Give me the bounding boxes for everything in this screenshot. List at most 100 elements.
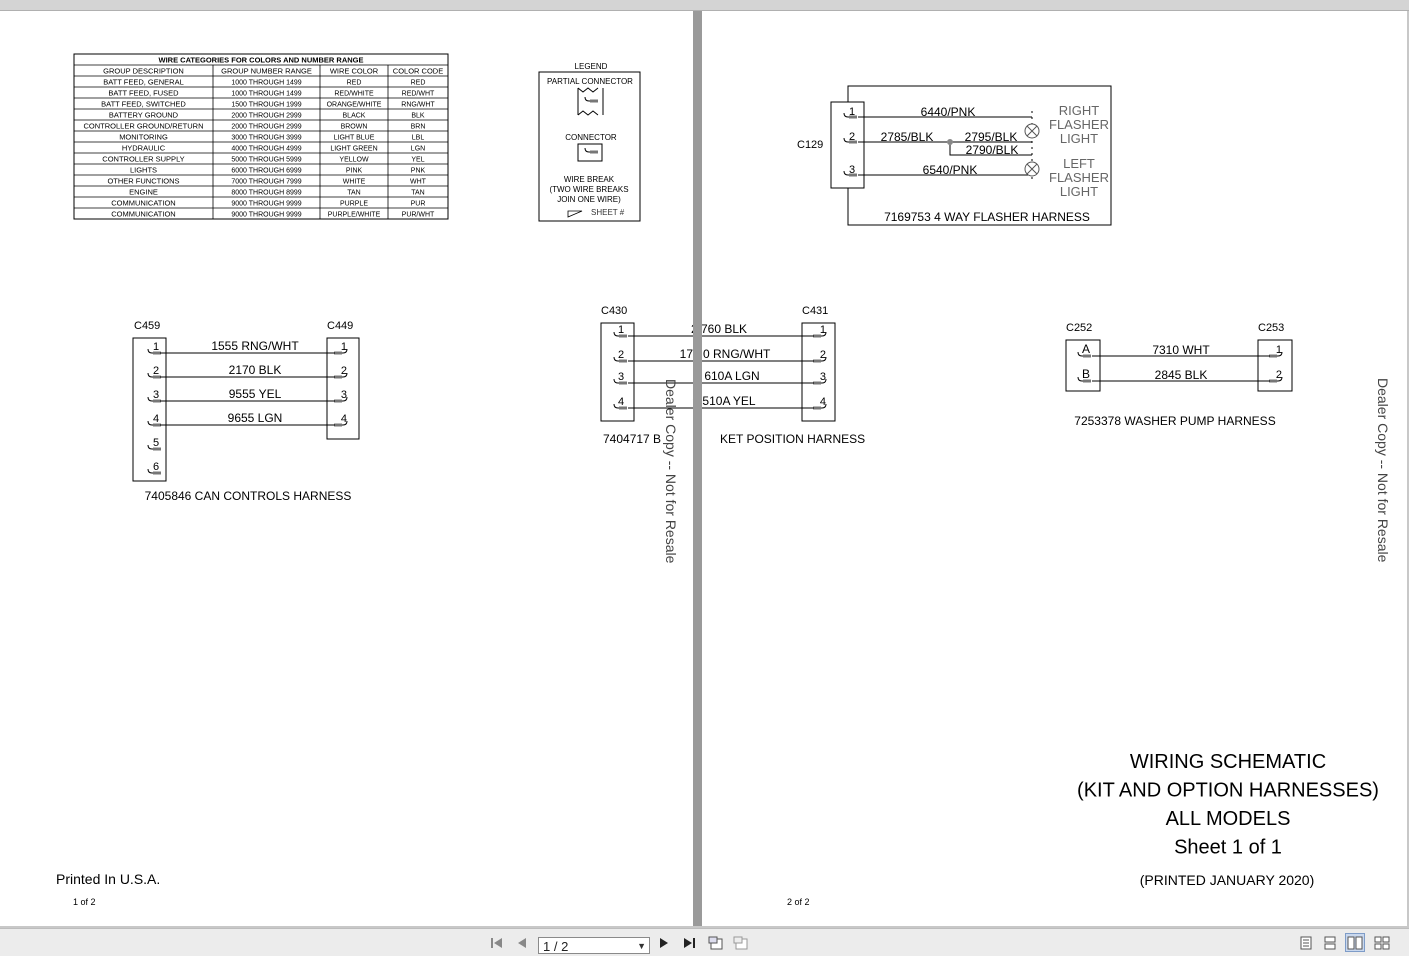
wire-category-table: WIRE CATEGORIES FOR COLORS AND NUMBER RA…: [73, 53, 449, 220]
table-cell: LGN: [411, 146, 425, 153]
fit-width-icon[interactable]: [731, 933, 751, 952]
table-cell: HYDRAULIC: [122, 144, 166, 153]
continuous-view-icon[interactable]: [1320, 933, 1340, 952]
wire-label-6440: 6440/PNK: [921, 105, 976, 119]
right-flasher-light-label: FLASHER: [1049, 117, 1109, 132]
connector-label-left: C430: [601, 305, 627, 317]
pin-number: 2: [618, 349, 624, 361]
legend-connector-label: CONNECTOR: [565, 133, 617, 142]
next-page-icon[interactable]: [654, 933, 674, 952]
page-indicator-text: 1 / 2: [543, 939, 569, 954]
two-page-view-icon[interactable]: [1345, 933, 1365, 952]
table-cell: 7000 THROUGH 7999: [231, 179, 301, 186]
pin-contact: [813, 406, 821, 410]
chevron-down-icon[interactable]: ▼: [637, 941, 646, 951]
splice-node: [947, 139, 953, 145]
table-cell: RED/WHT: [402, 91, 435, 98]
harness-title: 7169753 4 WAY FLASHER HARNESS: [884, 210, 1090, 224]
table-cell: BATT FEED, SWITCHED: [101, 100, 186, 109]
pin-contact: [813, 381, 821, 385]
page-number-input[interactable]: 1 / 2 ▼: [538, 937, 650, 954]
last-page-icon[interactable]: [679, 933, 699, 952]
connector-label-right: C253: [1258, 322, 1284, 334]
connector-glyph: [577, 143, 603, 162]
pin-number: 4: [618, 396, 624, 408]
table-header: GROUP DESCRIPTION: [103, 67, 184, 76]
pin-contact: [1269, 379, 1277, 383]
pin-number: 4: [153, 413, 159, 425]
pin-number: 6: [153, 461, 159, 473]
table-cell: 6000 THROUGH 6999: [231, 168, 301, 175]
table-cell: 3000 THROUGH 3999: [231, 135, 301, 142]
wire-label: 173 0 RNG/WHT: [702, 347, 771, 361]
pin-contact: [334, 375, 342, 379]
pin-contact: [334, 423, 342, 427]
connector-label-right: C449: [327, 320, 353, 332]
table-cell: LIGHTS: [130, 166, 157, 175]
pin-contact: [153, 423, 161, 427]
legend-frame: [538, 71, 641, 222]
lamp-icon-cross: [1026, 125, 1038, 137]
printed-in-label: Printed In U.S.A.: [56, 871, 160, 887]
pin-number: 1: [341, 341, 347, 353]
table-cell: RED: [411, 80, 426, 87]
table-cell: YEL: [411, 157, 424, 164]
pin-number: 2: [849, 131, 855, 143]
pin-number: 2: [1276, 369, 1282, 381]
bucket-position-harness-continued: C43112342 760 BLK173 0 RNG/WHT9 610A LGN…: [680, 305, 866, 446]
right-flasher-light-label: RIGHT: [1059, 103, 1100, 118]
fit-page-icon[interactable]: [706, 933, 726, 952]
printed-date: (PRINTED JANUARY 2020): [1140, 872, 1315, 888]
single-page-view-icon[interactable]: [1296, 933, 1316, 952]
title-block-line: ALL MODELS: [1166, 808, 1291, 830]
connector-box-left: [600, 322, 635, 422]
page-2-drawing: C43112342 760 BLK173 0 RNG/WHT9 610A LGN…: [680, 85, 1391, 907]
pin-number: 2: [820, 349, 826, 361]
pin-number: 1: [618, 324, 624, 336]
wire-branch: [949, 142, 1032, 156]
pin-letter: B: [1082, 367, 1090, 381]
wire-label: 7310 WHT: [1152, 343, 1210, 357]
title-block-line: WIRING SCHEMATIC: [1130, 751, 1326, 773]
table-cell: ENGINE: [129, 188, 158, 197]
pin-number: 4: [341, 413, 347, 425]
table-cell: PNK: [411, 168, 426, 175]
left-flasher-light-label: LEFT: [1063, 156, 1095, 171]
legend-wire-break-text: (TWO WIRE BREAKS: [549, 185, 628, 194]
connector-label: C129: [797, 139, 823, 151]
pin-contact: [1083, 354, 1091, 358]
two-page-continuous-icon[interactable]: [1372, 933, 1392, 952]
table-cell: BLK: [411, 113, 425, 120]
first-page-icon[interactable]: [487, 933, 507, 952]
pin-number: 3: [820, 371, 826, 383]
pin-number: 1: [849, 106, 855, 118]
document-page-2: C43112342 760 BLK173 0 RNG/WHT9 610A LGN…: [680, 11, 1407, 926]
page-number-1: 1 of 2: [73, 897, 96, 907]
page-number-2: 2 of 2: [787, 897, 810, 907]
table-cell: OTHER FUNCTIONS: [107, 177, 179, 186]
wire-label: 2 760 BLK: [702, 322, 747, 336]
wire-label: 9555 YEL: [229, 387, 282, 401]
table-cell: LIGHT BLUE: [334, 135, 375, 142]
pin-number: 1: [1276, 344, 1282, 356]
pin-number: 5: [153, 437, 159, 449]
title-block-line: (KIT AND OPTION HARNESSES): [1077, 780, 1379, 802]
pin-contact: [813, 334, 821, 338]
table-cell: 8000 THROUGH 8999: [231, 190, 301, 197]
table-header: WIRE COLOR: [330, 67, 379, 76]
pin-contact: [334, 351, 342, 355]
harness-title: 7405846 CAN CONTROLS HARNESS: [145, 489, 352, 503]
table-cell: 2000 THROUGH 2999: [231, 124, 301, 131]
table-header: COLOR CODE: [393, 67, 443, 76]
table-cell: PURPLE: [340, 201, 368, 208]
wire-label-6540: 6540/PNK: [923, 163, 978, 177]
pin-number: 2: [341, 365, 347, 377]
pin-number: 3: [341, 389, 347, 401]
title-block: WIRING SCHEMATIC (KIT AND OPTION HARNESSE…: [1077, 751, 1379, 888]
previous-page-icon[interactable]: [512, 933, 532, 952]
table-cell: BROWN: [341, 124, 368, 131]
pin-number: 1: [820, 324, 826, 336]
